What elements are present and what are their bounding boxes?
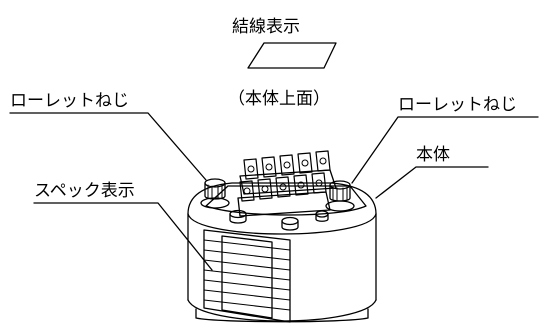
leader-knurled-screw-left bbox=[9, 112, 207, 181]
front-nut-left bbox=[229, 209, 247, 224]
body-top-back-rim bbox=[187, 182, 377, 215]
body-bottom-flange bbox=[195, 308, 369, 323]
label-main-body: 本体 bbox=[416, 145, 450, 165]
leader-lines bbox=[9, 112, 539, 271]
leader-main-body bbox=[375, 166, 489, 199]
label-wiring-display: 結線表示 bbox=[232, 17, 300, 37]
label-knurled-screw-left: ローレットねじ bbox=[10, 91, 129, 111]
label-knurled-screw-right: ローレットねじ bbox=[398, 95, 517, 115]
spec-panel-lines bbox=[203, 239, 291, 311]
body-top-front-rim bbox=[187, 213, 377, 235]
terminal-block-row-front bbox=[237, 172, 331, 217]
terminal-block-row-back bbox=[239, 150, 337, 195]
leader-knurled-screw-right bbox=[351, 116, 539, 184]
spec-panel-outline bbox=[203, 229, 291, 323]
spec-display-panel bbox=[203, 229, 291, 323]
top-plate bbox=[205, 185, 367, 216]
label-body-top-view: （本体上面） bbox=[228, 89, 330, 109]
knurled-screw-right bbox=[325, 180, 355, 212]
leader-spec-display bbox=[33, 202, 213, 271]
front-nut-right bbox=[281, 216, 299, 231]
rear-nut-right bbox=[315, 210, 329, 222]
spec-panel-inner bbox=[221, 235, 273, 319]
wiring-display-card bbox=[247, 42, 337, 69]
knurled-screw-left bbox=[200, 178, 230, 209]
label-spec-display: スペック表示 bbox=[34, 181, 135, 201]
